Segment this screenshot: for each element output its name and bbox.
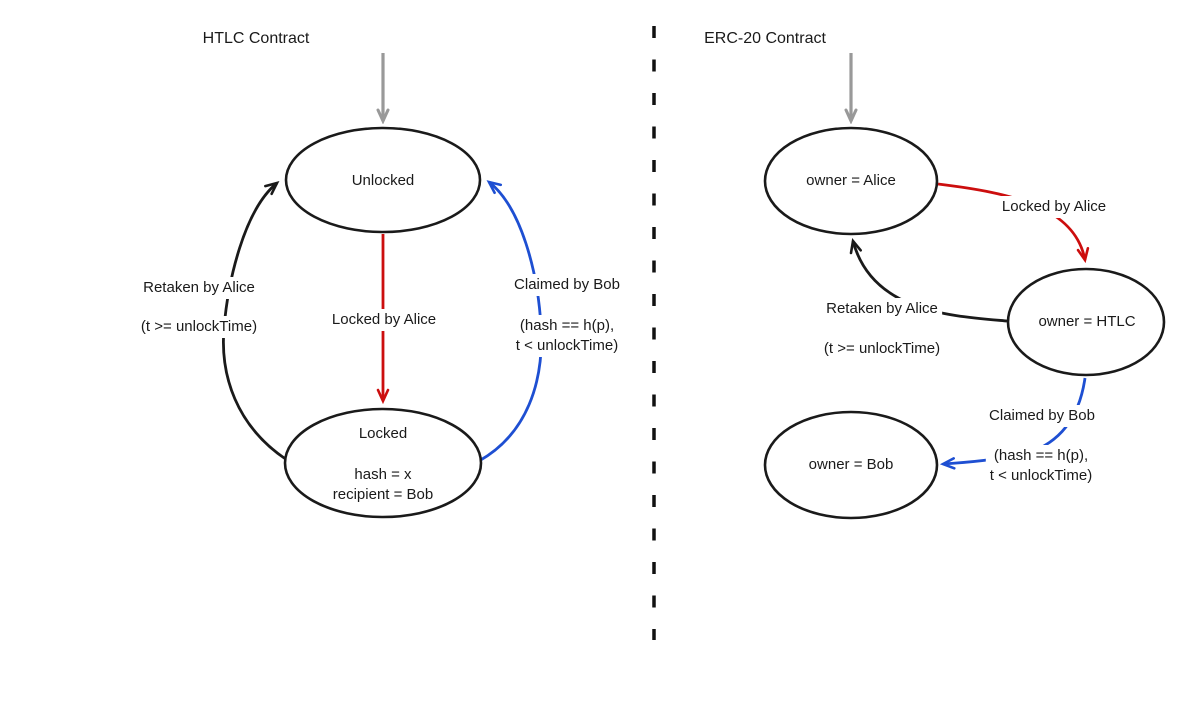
htlc-lock-edge-label: Locked by Alice (327, 309, 441, 331)
erc20-panel-title: ERC-20 Contract (704, 30, 826, 47)
htlc-claim-edge-condition: (hash == h(p), t < unlockTime) (511, 315, 623, 357)
htlc-retake-edge-condition: (t >= unlockTime) (136, 316, 262, 338)
htlc-locked-attr-hash: hash = x (354, 466, 412, 483)
htlc-claim-edge-label: Claimed by Bob (510, 274, 624, 296)
erc20-retake-edge-condition: (t >= unlockTime) (819, 338, 945, 360)
htlc-retake-edge-label: Retaken by Alice (139, 277, 259, 299)
htlc-locked-node (283, 407, 483, 519)
htlc-unlocked-node-label: Unlocked (351, 172, 415, 189)
htlc-unlocked-node (284, 126, 482, 234)
htlc-locked-node-label: Locked (358, 425, 408, 442)
erc20-bob-node-label: owner = Bob (808, 456, 894, 473)
htlc-locked-node-attrs: hash = x recipient = Bob (333, 465, 433, 505)
erc20-alice-node-label: owner = Alice (806, 172, 896, 189)
htlc-claim-condition-line2: t < unlockTime) (515, 337, 619, 354)
erc20-claim-edge-label: Claimed by Bob (985, 405, 1099, 427)
htlc-claim-condition-line1: (hash == h(p), (519, 317, 615, 334)
erc20-alice-node (763, 126, 939, 236)
erc20-retake-edge-label: Retaken by Alice (822, 298, 942, 320)
erc20-claim-edge-condition: (hash == h(p), t < unlockTime) (985, 445, 1097, 487)
erc20-claim-condition-line2: t < unlockTime) (989, 467, 1093, 484)
htlc-locked-attr-recipient: recipient = Bob (332, 486, 434, 503)
erc20-lock-edge-label: Locked by Alice (997, 196, 1111, 218)
erc20-htlc-node-label: owner = HTLC (1038, 313, 1136, 330)
erc20-bob-node (763, 410, 939, 520)
erc20-claim-condition-line1: (hash == h(p), (993, 447, 1089, 464)
erc20-htlc-node (1006, 267, 1166, 377)
htlc-panel-title: HTLC Contract (202, 30, 310, 47)
